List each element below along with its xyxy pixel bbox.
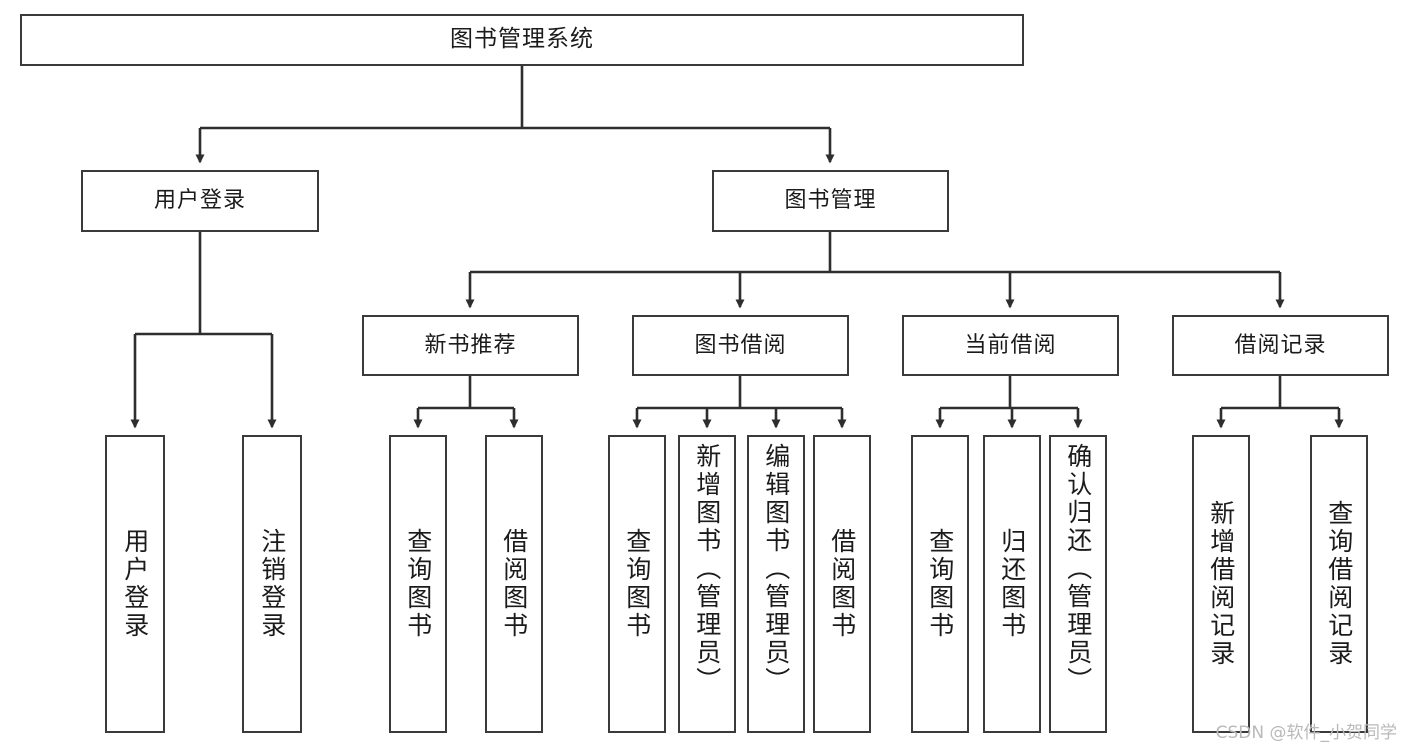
node-user-login-label: 用户登录 xyxy=(153,188,246,214)
node-leaf-user-logout-label: 注销登录 xyxy=(257,528,287,640)
node-leaf-borrow-book-1-label: 借阅图书 xyxy=(499,528,529,640)
node-root-label: 图书管理系统 xyxy=(450,26,594,53)
node-borrow-record-label: 借阅记录 xyxy=(1234,332,1327,358)
node-borrow-record[interactable]: 借阅记录 xyxy=(1172,315,1389,376)
node-book-manage[interactable]: 图书管理 xyxy=(712,170,949,232)
node-book-manage-label: 图书管理 xyxy=(784,188,877,214)
node-leaf-query-book-1-label: 查询图书 xyxy=(403,528,433,640)
node-leaf-confirm-return[interactable]: 确认归还（管理员） xyxy=(1049,435,1107,733)
node-leaf-query-record[interactable]: 查询借阅记录 xyxy=(1310,435,1368,733)
node-leaf-query-book-3[interactable]: 查询图书 xyxy=(911,435,969,733)
node-leaf-user-logout[interactable]: 注销登录 xyxy=(242,435,302,733)
node-current-borrow-label: 当前借阅 xyxy=(964,332,1057,358)
node-leaf-return-book[interactable]: 归还图书 xyxy=(983,435,1041,733)
node-leaf-edit-book[interactable]: 编辑图书（管理员） xyxy=(747,435,805,733)
node-root[interactable]: 图书管理系统 xyxy=(20,14,1024,66)
node-leaf-return-book-label: 归还图书 xyxy=(997,528,1027,640)
node-book-borrow[interactable]: 图书借阅 xyxy=(632,315,849,376)
node-book-borrow-label: 图书借阅 xyxy=(694,332,787,358)
node-new-book-rec-label: 新书推荐 xyxy=(424,332,517,358)
node-leaf-borrow-book-2-label: 借阅图书 xyxy=(827,528,857,640)
node-leaf-query-book-2-label: 查询图书 xyxy=(622,528,652,640)
node-leaf-add-book-label: 新增图书（管理员） xyxy=(692,443,722,695)
node-leaf-query-record-label: 查询借阅记录 xyxy=(1324,500,1354,668)
node-leaf-user-login[interactable]: 用户登录 xyxy=(105,435,165,733)
node-leaf-add-record-label: 新增借阅记录 xyxy=(1206,500,1236,668)
node-leaf-borrow-book-1[interactable]: 借阅图书 xyxy=(485,435,543,733)
node-leaf-borrow-book-2[interactable]: 借阅图书 xyxy=(813,435,871,733)
node-leaf-user-login-label: 用户登录 xyxy=(120,528,150,640)
node-current-borrow[interactable]: 当前借阅 xyxy=(902,315,1119,376)
node-leaf-add-book[interactable]: 新增图书（管理员） xyxy=(678,435,736,733)
watermark-text: CSDN @软件_小贺同学 xyxy=(1215,723,1397,743)
node-leaf-query-book-2[interactable]: 查询图书 xyxy=(608,435,666,733)
node-leaf-query-book-1[interactable]: 查询图书 xyxy=(389,435,447,733)
node-user-login[interactable]: 用户登录 xyxy=(81,170,319,232)
node-leaf-edit-book-label: 编辑图书（管理员） xyxy=(761,443,791,695)
node-leaf-confirm-return-label: 确认归还（管理员） xyxy=(1063,443,1093,695)
node-leaf-query-book-3-label: 查询图书 xyxy=(925,528,955,640)
node-new-book-rec[interactable]: 新书推荐 xyxy=(362,315,579,376)
node-leaf-add-record[interactable]: 新增借阅记录 xyxy=(1192,435,1250,733)
